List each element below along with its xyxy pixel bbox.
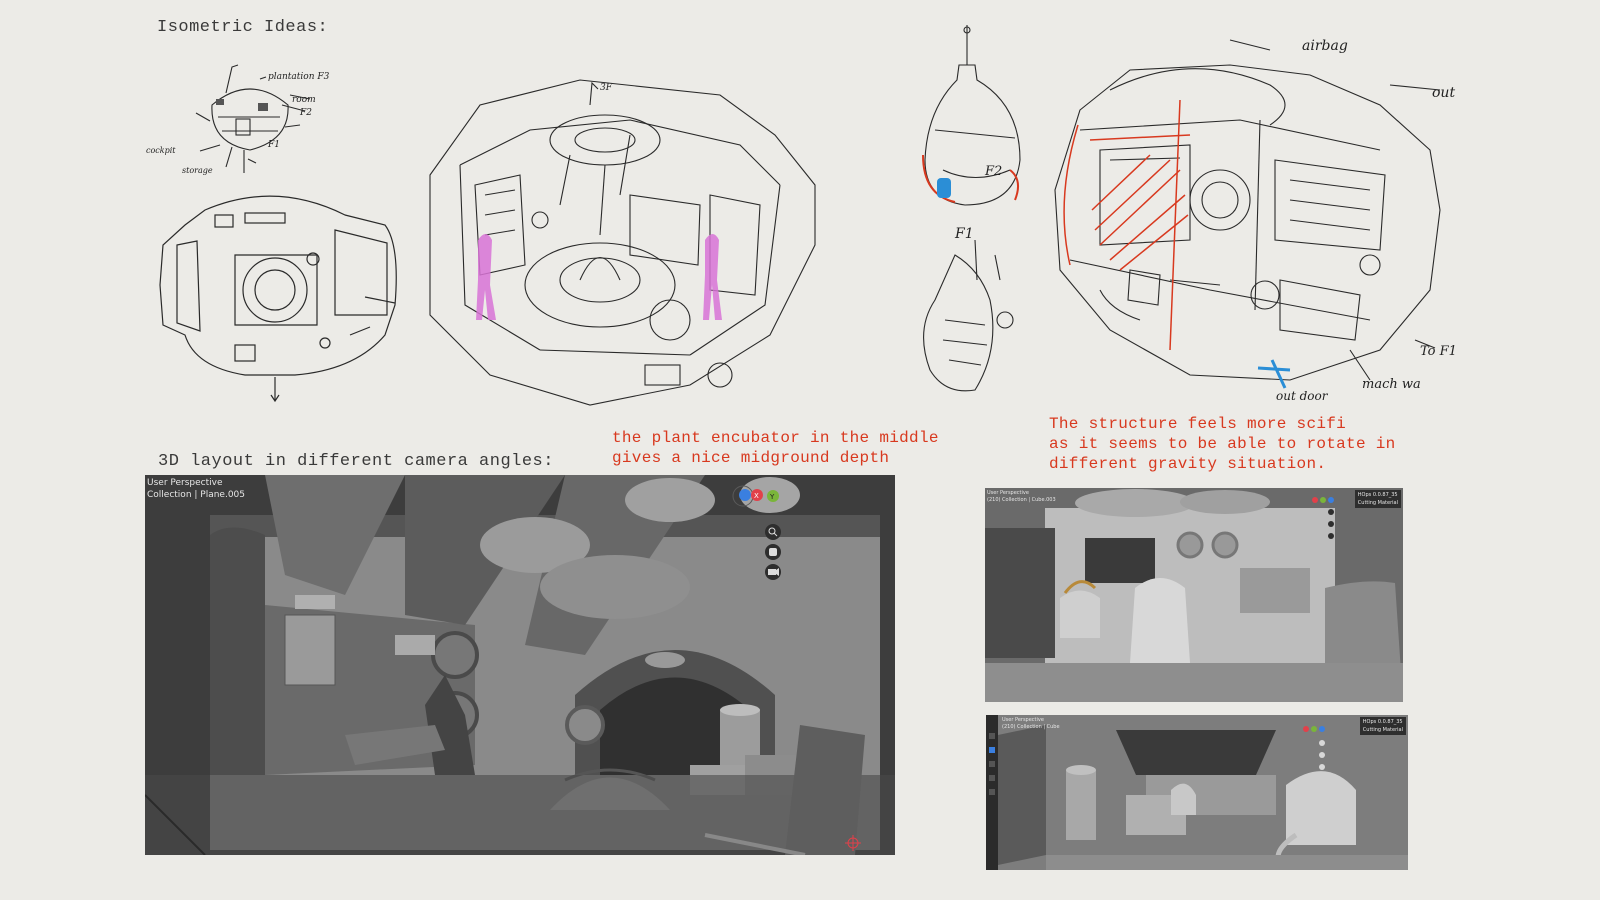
bottom-right-viewport-mode: User Perspective: [1002, 717, 1044, 723]
f1-small-label: F1: [267, 140, 280, 150]
top-right-viewport-panel[interactable]: HOps 0.0.87_35 Cutting Material: [1354, 490, 1401, 508]
storage-label: storage: [182, 166, 213, 175]
structure-note: The structure feels more scifi as it see…: [1049, 414, 1396, 474]
top-right-3d-viewport[interactable]: User Perspective (210) Collection | Cube…: [985, 488, 1403, 702]
top-right-hops-label: HOps 0.0.87_35: [1357, 492, 1398, 498]
plant-note-line-2: gives a nice midground depth: [612, 449, 890, 467]
structure-note-line-3: different gravity situation.: [1049, 455, 1327, 473]
blue-door-mark: [1257, 359, 1291, 389]
svg-text:Y: Y: [769, 493, 775, 501]
bottom-right-viewport-object: (210) Collection | Cube: [1002, 724, 1060, 730]
axis-gizmo-icon[interactable]: X Y: [732, 485, 779, 507]
capsule-overview-sketch: plantation F3 room F2 F1 cockpit storage: [146, 64, 330, 175]
floor-plan-sketch: [159, 195, 397, 403]
structure-note-line-2: as it seems to be able to rotate in: [1049, 435, 1396, 453]
top-right-cutting-label: Cutting Material: [1357, 500, 1398, 506]
airbag-label: airbag: [1302, 38, 1348, 54]
top-right-viewport-header: User Perspective (210) Collection | Cube…: [987, 490, 1056, 504]
f2-label: F2: [984, 164, 1002, 179]
plant-incubator-note: the plant encubator in the middle gives …: [612, 428, 939, 468]
capsule-vertical-sketch: F2 F1: [922, 25, 1021, 392]
three-f-label: 3F: [600, 83, 613, 93]
blue-pod-mark: [937, 178, 951, 198]
room-label: room: [292, 95, 316, 105]
bottom-right-3d-viewport[interactable]: User Perspective (210) Collection | Cube…: [986, 715, 1408, 870]
mach-label: mach wa: [1362, 377, 1421, 392]
bottom-right-viewport-header: User Perspective (210) Collection | Cube: [1002, 717, 1060, 731]
out-label: out: [1432, 85, 1455, 101]
bottom-right-hops-label: HOps 0.0.87_35: [1362, 719, 1403, 725]
main-viewport-mode: User Perspective: [147, 478, 223, 488]
structure-note-line-1: The structure feels more scifi: [1049, 415, 1347, 433]
hand-pan-icon[interactable]: [765, 544, 781, 560]
f2-small-label: F2: [299, 108, 312, 118]
human-figure-left: [476, 234, 496, 320]
bottom-right-viewport-panel[interactable]: HOps 0.0.87_35 Cutting Material: [1359, 717, 1406, 735]
top-right-viewport-mode: User Perspective: [987, 490, 1029, 496]
isometric-cutaway-sketch: 3F: [429, 79, 816, 406]
main-viewport-header: User Perspective Collection | Plane.005: [147, 477, 245, 501]
scifi-room-sketch: airbag out To F1 mach wa out door: [1054, 38, 1457, 403]
to-f1-label: To F1: [1420, 344, 1457, 359]
isometric-ideas-heading: Isometric Ideas:: [157, 18, 329, 37]
zoom-icon[interactable]: [765, 524, 781, 540]
plantation-label: plantation F3: [268, 72, 330, 82]
svg-text:X: X: [754, 492, 759, 500]
main-viewport-object: Collection | Plane.005: [147, 490, 245, 500]
camera-icon[interactable]: [765, 564, 781, 580]
plant-note-line-1: the plant encubator in the middle: [612, 429, 939, 447]
cockpit-label: cockpit: [146, 146, 176, 155]
out-door-label: out door: [1276, 389, 1329, 403]
layout-3d-heading: 3D layout in different camera angles:: [158, 452, 554, 471]
human-figure-right: [703, 234, 722, 320]
top-right-viewport-object: (210) Collection | Cube.003: [987, 497, 1056, 503]
main-3d-viewport[interactable]: X Y User Perspective Collection | Plane.…: [145, 475, 895, 855]
f1-label: F1: [954, 226, 974, 242]
bottom-right-cutting-label: Cutting Material: [1362, 727, 1403, 733]
